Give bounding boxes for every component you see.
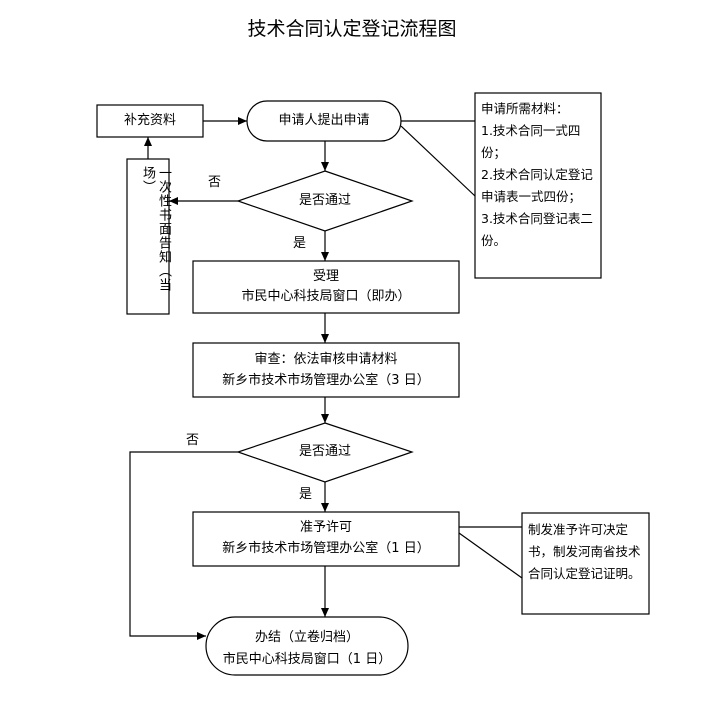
materials-note-item-2: 2.技术合同认定登记申请表一式四份； [481,167,593,204]
decision1-no-label: 否 [208,175,222,190]
materials-note-heading: 申请所需材料： [481,101,569,116]
permit-note-box [521,512,650,615]
accept-office: 市民中心科技局窗口（即办） [241,289,411,304]
arrow-decision2-no-to-finish [129,451,238,640]
accept-title: 受理 [312,269,339,284]
review-office: 新乡市技术市场管理办公室（3 日） [222,373,430,388]
decision1-yes-label: 是 [293,236,307,251]
materials-note-item-3: 3.技术合同登记表二份。 [481,211,593,248]
review-box [192,342,460,398]
materials-note-item-1: 1.技术合同一式四份； [481,123,581,160]
finish-title: 办结（立卷归档） [254,630,359,645]
page-title: 技术合同认定登记流程图 [247,18,457,40]
supplement-label: 补充资料 [123,113,176,128]
materials-callout-line-2 [400,125,476,197]
decision2-label: 是否通过 [298,444,351,459]
permit-callout-line-2 [458,532,523,579]
finish-office: 市民中心科技局窗口（1 日） [222,652,392,667]
review-title: 审查：依法审核申请材料 [254,352,398,367]
permit-title: 准予许可 [299,520,352,535]
decision1-label: 是否通过 [298,193,351,208]
materials-note: 申请所需材料： 1.技术合同一式四份； 2.技术合同认定登记申请表一式四份； 3… [481,98,597,252]
accept-box [192,260,460,314]
permit-note: 制发准予许可决定书，制发河南省技术合同认定登记证明。 [528,522,641,581]
decision2-yes-label: 是 [299,487,313,502]
apply-label: 申请人提出申请 [278,113,370,128]
notice-label: 一次性书面告知（当场） [140,166,171,292]
permit-office: 新乡市技术市场管理办公室（1 日） [222,541,430,556]
decision2-no-label: 否 [186,433,200,448]
finish-terminal [205,616,409,676]
permit-box [192,511,460,567]
materials-note-box [474,92,602,279]
